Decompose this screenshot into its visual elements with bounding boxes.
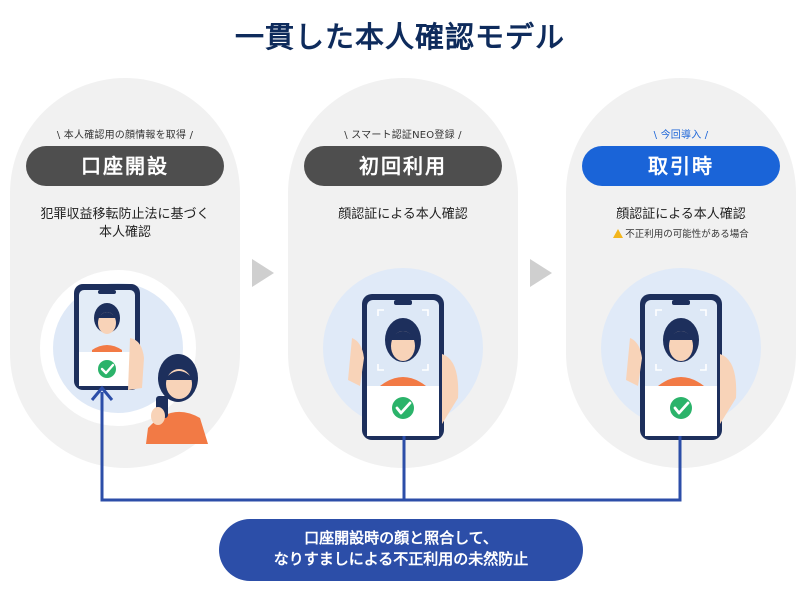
step-description: 顔認証による本人確認 — [566, 206, 796, 224]
summary-banner: 口座開設時の顔と照合して、 なりすましによる不正利用の未然防止 — [219, 519, 583, 581]
step-label-pill: 口座開設 — [26, 146, 224, 186]
desc-line: 顔認証による本人確認 — [616, 207, 746, 222]
step-label-pill: 初回利用 — [304, 146, 502, 186]
desc-line: 本人確認 — [98, 225, 151, 240]
desc-line: 犯罪収益移転防止法に基づく — [40, 207, 210, 222]
step-subtitle: \ 本人確認用の顔情報を取得 / — [56, 130, 194, 141]
phone-face-auth-illustration — [601, 268, 761, 440]
step-label-pill: 取引時 — [582, 146, 780, 186]
step-card-first-use: \ スマート認証NEO登録 / 初回利用 顔認証による本人確認 — [288, 78, 518, 468]
step-description: 顔認証による本人確認 — [288, 206, 518, 224]
step-card-transaction: \ 今回導入 / 取引時 顔認証による本人確認 不正利用の可能性がある場合 — [566, 78, 796, 468]
note-text: 不正利用の可能性がある場合 — [625, 229, 749, 240]
step-note: 不正利用の可能性がある場合 — [566, 226, 796, 240]
step-description: 犯罪収益移転防止法に基づく 本人確認 — [10, 206, 240, 242]
desc-line: 顔認証による本人確認 — [338, 207, 468, 222]
phone-face-auth-illustration — [323, 268, 483, 440]
page-title: 一貫した本人確認モデル — [234, 20, 565, 54]
play-arrow-icon — [252, 259, 274, 287]
step-subtitle: \ 今回導入 / — [653, 130, 709, 141]
summary-line: 口座開設時の顔と照合して、 — [304, 529, 498, 547]
step-card-account-opening: \ 本人確認用の顔情報を取得 / 口座開設 犯罪収益移転防止法に基づく 本人確認 — [10, 78, 240, 468]
phone-selfie-illustration — [40, 270, 208, 444]
step-subtitle: \ スマート認証NEO登録 / — [344, 130, 462, 141]
summary-line: なりすましによる不正利用の未然防止 — [273, 550, 529, 568]
warning-icon — [613, 229, 624, 238]
play-arrow-icon — [530, 259, 552, 287]
